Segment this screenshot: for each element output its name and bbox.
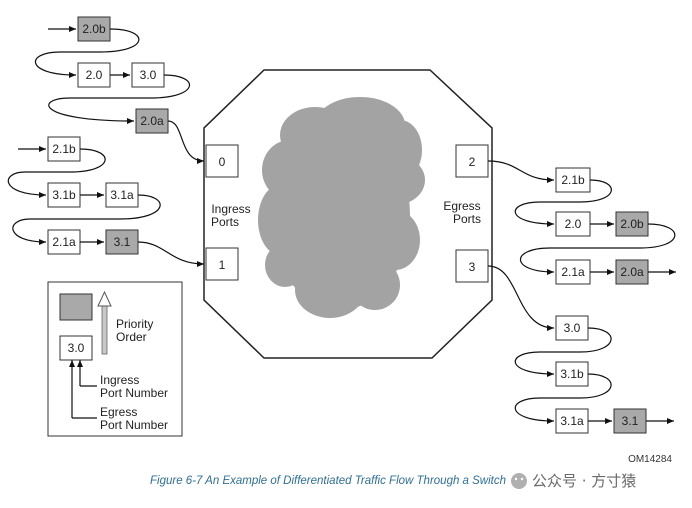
legend-priority-line2: Order bbox=[116, 330, 147, 344]
legend-priority-arrow bbox=[101, 303, 108, 355]
packet-2.1b-out-label: 2.1b bbox=[561, 173, 585, 187]
packet-2.1b-out bbox=[555, 167, 591, 193]
ingress-ports-label-line1: Ingress bbox=[211, 202, 250, 216]
packet-2.0-out-label: 2.0 bbox=[565, 217, 582, 231]
packet-2.0a-in bbox=[135, 108, 169, 134]
egress-ports-label-line1: Egress bbox=[443, 199, 480, 213]
packet-3.1b-out bbox=[555, 361, 589, 387]
packet-2.0a-out-label: 2.0a bbox=[620, 265, 644, 279]
ingress-port-1-label: 1 bbox=[219, 258, 226, 272]
ingress-ports-label-line2: Ports bbox=[211, 215, 239, 229]
wechat-icon bbox=[511, 473, 527, 489]
legend-priority-line1: Priority bbox=[116, 317, 153, 331]
switching-fabric-cloud bbox=[258, 97, 425, 318]
packet-2.0b-in-label: 2.0b bbox=[82, 22, 106, 36]
legend-egress-line2: Port Number bbox=[100, 418, 168, 432]
ingress-port-1 bbox=[205, 247, 239, 281]
packet-2.0b-out-label: 2.0b bbox=[620, 217, 644, 231]
figure-id: OM14284 bbox=[628, 454, 672, 465]
egress-ports-label-line2: Ports bbox=[453, 212, 481, 226]
packet-2.1b-in-label: 2.1b bbox=[52, 142, 76, 156]
legend-priority-arrowhead bbox=[97, 290, 112, 307]
watermark-text: 公众号 · 方寸猿 bbox=[532, 472, 636, 490]
packet-3.1b-out-label: 3.1b bbox=[560, 367, 584, 381]
packet-3.1-out-label: 3.1 bbox=[622, 414, 639, 428]
egress-port-3 bbox=[455, 249, 489, 283]
packet-2.0a-in-label: 2.0a bbox=[140, 114, 164, 128]
packet-3.1a-out bbox=[555, 408, 589, 434]
packet-2.1b-in bbox=[47, 136, 81, 162]
packet-2.1a-out-label: 2.1a bbox=[561, 265, 585, 279]
packet-3.1a-out-label: 3.1a bbox=[560, 414, 584, 428]
egress-port-2 bbox=[455, 144, 489, 178]
packet-3.1-in-label: 3.1 bbox=[114, 235, 131, 249]
packet-3.1a-in-label: 3.1a bbox=[110, 188, 134, 202]
legend-ingress-line2: Port Number bbox=[100, 386, 168, 400]
packet-3.1a-in bbox=[105, 182, 139, 208]
legend-high-priority-swatch bbox=[59, 293, 93, 321]
figure-caption: Figure 6-7 An Example of Differentiated … bbox=[150, 475, 506, 487]
egress-port-2-label: 2 bbox=[469, 155, 476, 169]
legend-egress-line1: Egress bbox=[100, 405, 137, 419]
packet-3.0-in-label: 3.0 bbox=[140, 68, 157, 82]
packet-3.0-out-label: 3.0 bbox=[564, 321, 581, 335]
egress-port-3-label: 3 bbox=[469, 260, 476, 274]
legend-ingress-line1: Ingress bbox=[100, 373, 139, 387]
ingress-port-0-label: 0 bbox=[219, 155, 226, 169]
packet-2.0b-out bbox=[615, 211, 649, 237]
packet-2.0-in-label: 2.0 bbox=[86, 68, 103, 82]
packet-3.0-in bbox=[131, 62, 165, 88]
legend-sample-packet-label: 3.0 bbox=[68, 341, 85, 355]
ingress-port-0 bbox=[205, 144, 239, 178]
packet-2.0-out bbox=[555, 211, 591, 237]
packet-3.1b-in-label: 3.1b bbox=[52, 188, 76, 202]
packet-2.1a-in-label: 2.1a bbox=[52, 235, 76, 249]
packet-2.0b-in bbox=[77, 16, 111, 42]
legend-sample-packet bbox=[59, 335, 93, 361]
